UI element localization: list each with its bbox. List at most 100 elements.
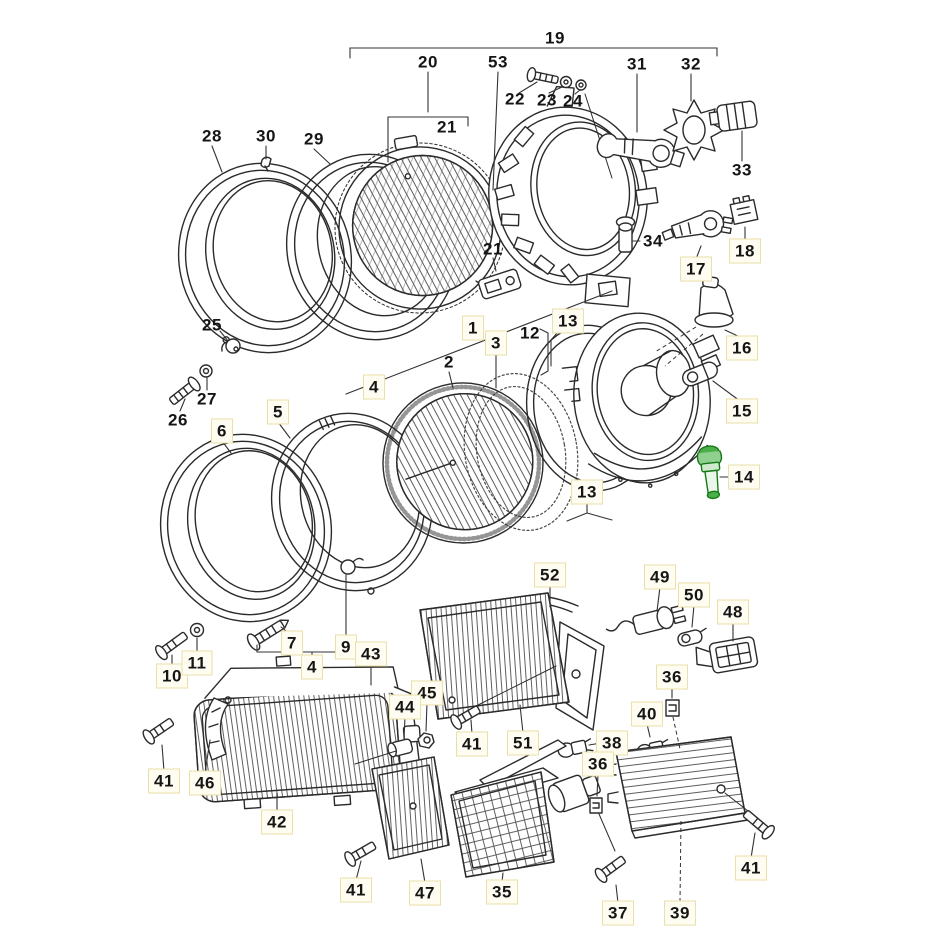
part-label-3-21[interactable]: 3 (485, 330, 507, 356)
part-label-32-7[interactable]: 32 (681, 54, 701, 74)
part-label-40-43[interactable]: 40 (631, 701, 663, 727)
part-label-23-4[interactable]: 23 (537, 90, 557, 110)
part-label-41-47[interactable]: 41 (456, 731, 488, 757)
part-16-boot (694, 275, 734, 328)
part-36-clip-upper (665, 699, 680, 717)
part-37-screw (594, 855, 626, 883)
part-42-fog-lamp (193, 655, 422, 810)
part-label-47-54[interactable]: 47 (409, 880, 441, 906)
part-label-20-1[interactable]: 20 (418, 52, 438, 72)
part-45-nut (417, 732, 435, 749)
part-label-50-40[interactable]: 50 (678, 582, 710, 608)
part-label-36-45[interactable]: 36 (582, 751, 614, 777)
part-label-52-38[interactable]: 52 (534, 562, 566, 588)
part-label-21-16[interactable]: 21 (483, 239, 503, 259)
part-label-42-52[interactable]: 42 (261, 809, 293, 835)
part-25-clip (221, 338, 241, 354)
part-label-21-8[interactable]: 21 (437, 117, 457, 137)
part-label-2-22[interactable]: 2 (444, 352, 454, 372)
part-label-5-30[interactable]: 5 (267, 399, 289, 425)
part-label-31-6[interactable]: 31 (627, 54, 647, 74)
part-label-18-15[interactable]: 18 (729, 238, 761, 264)
part-24-washer (575, 79, 587, 91)
part-label-27-18[interactable]: 27 (197, 389, 217, 409)
part-28-retaining-ring (177, 162, 353, 354)
part-label-39-57[interactable]: 39 (664, 900, 696, 926)
part-label-14-28[interactable]: 14 (728, 464, 760, 490)
part-label-9-33[interactable]: 9 (335, 634, 357, 660)
part-46-bracket (204, 696, 232, 761)
part-38-bulb (557, 738, 594, 758)
part-33-connector (708, 100, 758, 132)
part-label-35-55[interactable]: 35 (486, 879, 518, 905)
part-label-28-9[interactable]: 28 (202, 126, 222, 146)
part-label-33-12[interactable]: 33 (732, 160, 752, 180)
part-label-37-56[interactable]: 37 (602, 900, 634, 926)
part-label-6-31[interactable]: 6 (211, 418, 233, 444)
part-7-screw (246, 619, 290, 651)
part-label-36-42[interactable]: 36 (656, 664, 688, 690)
part-label-16-26[interactable]: 16 (726, 335, 758, 361)
part-34-cap (615, 216, 636, 253)
part-label-44-49[interactable]: 44 (389, 694, 421, 720)
part-label-10-35[interactable]: 10 (156, 663, 188, 689)
leader-lines (161, 47, 756, 904)
part-47-lens (371, 756, 450, 860)
part-15-bulb (682, 361, 718, 387)
part-label-43-37[interactable]: 43 (355, 641, 387, 667)
part-35-turn-signal (450, 739, 601, 878)
part-label-51-46[interactable]: 51 (507, 730, 539, 756)
part-41-screw-right (742, 810, 775, 840)
part-label-15-27[interactable]: 15 (726, 398, 758, 424)
part-label-41-53[interactable]: 41 (340, 877, 372, 903)
part-27-washer (199, 364, 213, 378)
part-11-washer (189, 622, 205, 638)
part-12-seal (463, 372, 579, 532)
part-2-lens (382, 382, 544, 544)
part-label-48-41[interactable]: 48 (717, 599, 749, 625)
part-label-1-20[interactable]: 1 (462, 315, 484, 341)
part-17-bulb (661, 210, 734, 241)
dashed-leader-lines (654, 326, 704, 903)
part-label-41-58[interactable]: 41 (735, 855, 767, 881)
part-31-bulb (596, 133, 685, 169)
part-39-side-marker-lens (605, 736, 749, 839)
part-41-screw-mid (344, 841, 377, 867)
part-label-11-36[interactable]: 11 (181, 650, 213, 676)
part-label-41-50[interactable]: 41 (148, 768, 180, 794)
part-18-socket (729, 194, 759, 225)
part-label-34-13[interactable]: 34 (643, 231, 663, 251)
part-30-clip (260, 156, 272, 172)
part-label-4-34[interactable]: 4 (301, 654, 323, 680)
part-23-washer (559, 75, 573, 89)
part-9-clip (340, 557, 364, 575)
part-36-clip-lower (589, 797, 603, 814)
part-21-clamp (477, 268, 522, 300)
part-label-46-51[interactable]: 46 (189, 770, 221, 796)
part-label-29-11[interactable]: 29 (304, 129, 324, 149)
part-label-7-32[interactable]: 7 (281, 630, 303, 656)
part-label-26-19[interactable]: 26 (168, 410, 188, 430)
part-14-adjusting-screw-highlighted[interactable] (696, 445, 725, 500)
part-13-housing-bowl (561, 312, 722, 488)
part-label-25-17[interactable]: 25 (202, 315, 222, 335)
part-label-49-39[interactable]: 49 (644, 564, 676, 590)
part-label-13-24[interactable]: 13 (552, 308, 584, 334)
part-label-4-29[interactable]: 4 (363, 374, 385, 400)
part-label-17-14[interactable]: 17 (680, 256, 712, 282)
part-label-19-0[interactable]: 19 (545, 28, 565, 48)
part-label-53-2[interactable]: 53 (488, 52, 508, 72)
part-48-side-marker-lamp (695, 636, 759, 674)
part-label-22-3[interactable]: 22 (505, 89, 525, 109)
part-label-30-10[interactable]: 30 (256, 126, 276, 146)
retainer-rod-line (584, 93, 613, 179)
part-26-screw (169, 376, 201, 405)
part-label-24-5[interactable]: 24 (563, 91, 583, 111)
part-label-13-25[interactable]: 13 (571, 479, 603, 505)
part-label-12-23[interactable]: 12 (520, 323, 540, 343)
part-10-screw (155, 631, 188, 661)
part-50-bulb (677, 627, 707, 647)
